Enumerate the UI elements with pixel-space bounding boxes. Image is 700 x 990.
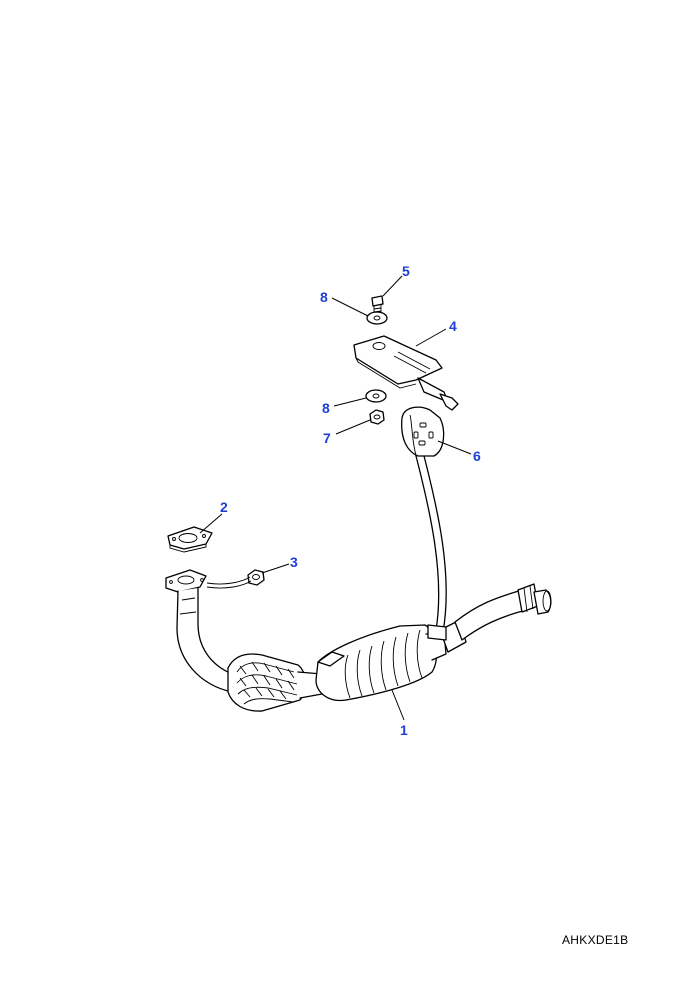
part-hanger-strap — [414, 451, 447, 641]
leader-8a — [331, 297, 369, 317]
part-4-bracket — [353, 335, 459, 411]
part-tail-pipe — [454, 583, 552, 641]
part-3-nut — [206, 569, 265, 589]
part-6-rubber-isolator — [401, 406, 445, 457]
callout-1: 1 — [400, 722, 408, 738]
callout-labels: 1 2 3 4 5 6 7 8 8 — [220, 263, 481, 738]
callout-4: 4 — [449, 318, 457, 334]
leader-3 — [261, 563, 290, 574]
callout-6: 6 — [473, 448, 481, 464]
leader-lines — [199, 275, 472, 721]
part-down-pipe — [165, 569, 239, 693]
callout-3: 3 — [290, 554, 298, 570]
part-8-washer-top — [366, 311, 388, 325]
part-8-washer-lower — [365, 389, 387, 403]
leader-4 — [415, 328, 447, 347]
leader-7 — [335, 419, 371, 435]
part-flex-joint — [227, 653, 323, 712]
callout-5: 5 — [402, 263, 410, 279]
part-7-nut — [369, 409, 385, 425]
leader-1 — [391, 689, 405, 721]
callout-8-lower: 8 — [322, 400, 330, 416]
callout-2: 2 — [220, 499, 228, 515]
part-5-bolt — [371, 295, 384, 317]
leader-6 — [437, 440, 472, 455]
drawing-reference-code: AHKXDE1B — [562, 933, 629, 947]
callout-7: 7 — [323, 430, 331, 446]
part-2-gasket — [167, 526, 213, 553]
callout-8-top: 8 — [320, 289, 328, 305]
part-1-catalytic-converter — [315, 619, 467, 702]
leader-8b — [333, 397, 367, 407]
leader-2 — [199, 513, 223, 534]
leader-5 — [382, 275, 403, 297]
